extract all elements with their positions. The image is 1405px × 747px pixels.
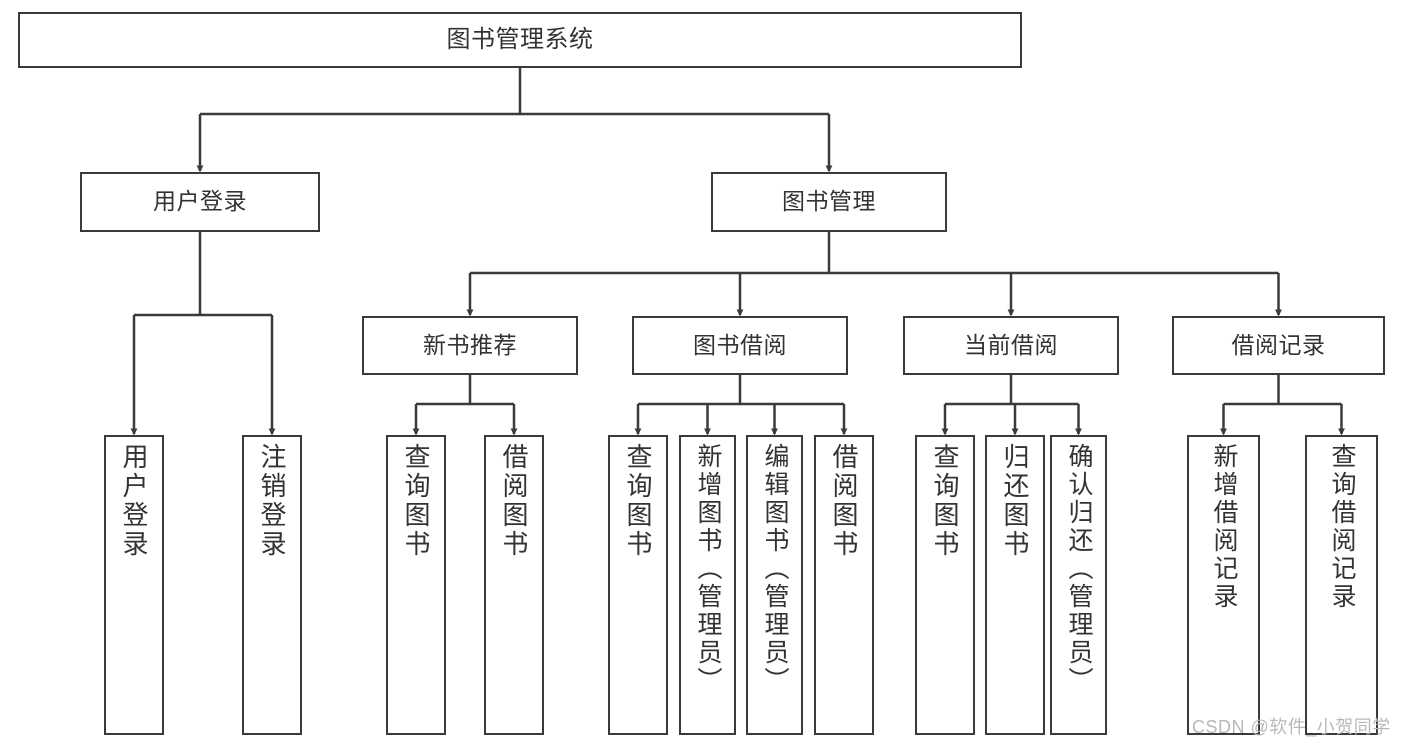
node-leaf-re-add[interactable]: 新增借阅记录 — [1187, 435, 1260, 735]
node-current[interactable]: 当前借阅 — [903, 316, 1119, 375]
node-label: 查询图书 — [401, 443, 431, 559]
node-label: 借阅图书 — [829, 443, 859, 559]
node-label: 借阅记录 — [1231, 331, 1326, 358]
node-leaf-bo-add[interactable]: 新增图书（管理员） — [679, 435, 736, 735]
node-leaf-bo-borrow[interactable]: 借阅图书 — [814, 435, 874, 735]
node-leaf-nb-borrow[interactable]: 借阅图书 — [484, 435, 544, 735]
node-records[interactable]: 借阅记录 — [1172, 316, 1385, 375]
node-leaf-cu-confirm[interactable]: 确认归还（管理员） — [1050, 435, 1107, 735]
node-leaf-cu-return[interactable]: 归还图书 — [985, 435, 1045, 735]
node-label: 查询图书 — [930, 443, 960, 559]
node-leaf-user-login[interactable]: 用户登录 — [104, 435, 164, 735]
node-leaf-cu-query[interactable]: 查询图书 — [915, 435, 975, 735]
node-label: 确认归还（管理员） — [1065, 443, 1093, 695]
node-label: 编辑图书（管理员） — [761, 443, 789, 695]
node-label: 图书管理 — [782, 188, 876, 215]
node-leaf-user-logout[interactable]: 注销登录 — [242, 435, 302, 735]
node-label: 用户登录 — [119, 443, 149, 559]
node-leaf-bo-edit[interactable]: 编辑图书（管理员） — [746, 435, 803, 735]
node-label: 图书管理系统 — [446, 25, 594, 53]
node-label: 图书借阅 — [693, 331, 787, 358]
node-leaf-re-query[interactable]: 查询借阅记录 — [1305, 435, 1378, 735]
node-label: 借阅图书 — [499, 443, 529, 559]
node-borrow[interactable]: 图书借阅 — [632, 316, 848, 375]
node-label: 当前借阅 — [964, 331, 1058, 358]
node-label: 归还图书 — [1000, 443, 1030, 559]
csdn-watermark: CSDN @软件_小贺同学 — [1192, 717, 1391, 737]
node-label: 新增借阅记录 — [1210, 443, 1238, 611]
node-newbook[interactable]: 新书推荐 — [362, 316, 578, 375]
node-login[interactable]: 用户登录 — [80, 172, 320, 232]
node-label: 新增图书（管理员） — [694, 443, 722, 695]
node-label: 注销登录 — [257, 443, 287, 559]
node-label: 查询借阅记录 — [1328, 443, 1356, 611]
node-bookmgmt[interactable]: 图书管理 — [711, 172, 947, 232]
node-label: 新书推荐 — [423, 331, 517, 358]
node-root[interactable]: 图书管理系统 — [18, 12, 1022, 68]
node-label: 用户登录 — [153, 188, 247, 215]
node-leaf-bo-query[interactable]: 查询图书 — [608, 435, 668, 735]
node-leaf-nb-query[interactable]: 查询图书 — [386, 435, 446, 735]
node-label: 查询图书 — [623, 443, 653, 559]
